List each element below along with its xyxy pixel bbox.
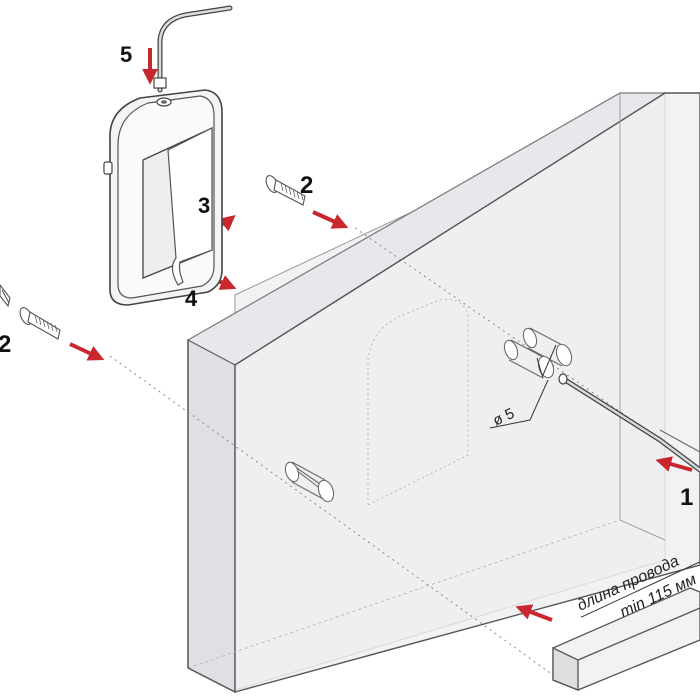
reader-device [103,89,223,306]
wire-length-rule [580,558,700,618]
panel-hidden-edge [619,519,666,541]
wall-panel [186,92,700,693]
guide-line-left-screw [109,355,561,681]
panel-hidden-edge [187,519,621,669]
step-number-4: 4 [185,286,198,311]
protective-film [167,127,213,286]
panel-front-face [234,92,700,693]
step-number-2-top: 2 [300,172,313,199]
step-number-1: 1 [680,484,693,511]
step-number-5: 5 [120,42,132,67]
panel-left-face [187,339,236,693]
hole-right-upper [522,327,573,367]
step-number-2-left: 2 [0,331,11,358]
diameter-dimension [489,344,557,429]
screw-top [265,175,306,206]
guide-line-top-screw [354,227,691,461]
hole-left [284,461,335,503]
device-cable [153,5,233,93]
guide-lines [109,227,691,681]
screw-left [19,307,61,340]
wire [558,373,700,473]
device-footprint-outline [367,298,469,506]
arrow-step-2-left [69,342,105,361]
arrow-bracket [515,604,553,622]
step-number-3: 3 [198,193,210,218]
mounting-bracket [552,587,700,691]
screwdriver-tip [0,284,11,308]
panel-edge [187,667,236,693]
device-side-clip [103,161,113,175]
arrow-step-1 [655,456,693,472]
arrow-step-2-top [312,210,349,229]
